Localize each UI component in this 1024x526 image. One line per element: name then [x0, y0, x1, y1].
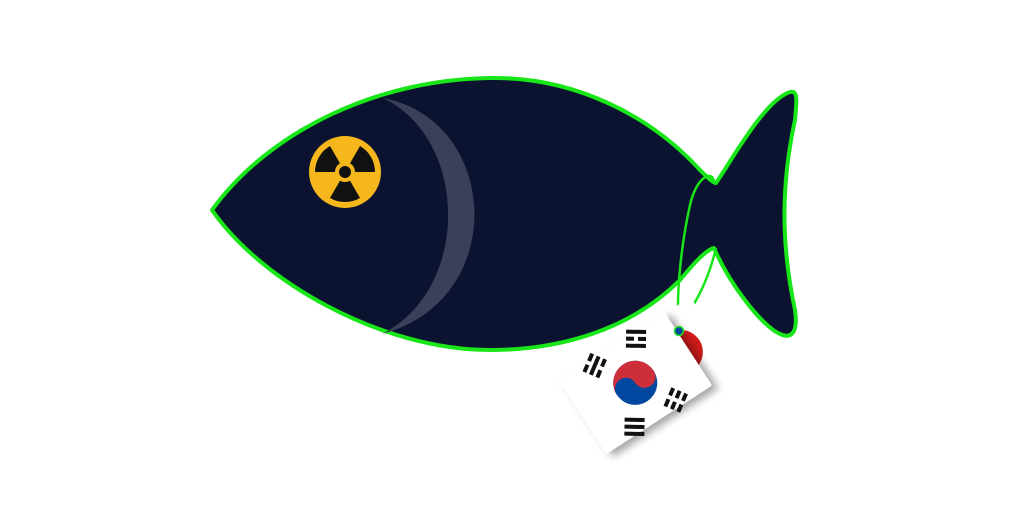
fish-body: [210, 76, 799, 352]
taegeuk-icon: [613, 360, 658, 405]
tag-hole: [673, 325, 685, 337]
trigram-icon: [624, 417, 645, 436]
tag-string: [676, 174, 716, 329]
gill-highlight: [382, 98, 475, 334]
radiation-icon: [309, 136, 381, 208]
flag-tag: [559, 297, 735, 454]
trigram-icon: [582, 352, 607, 379]
trigram-icon: [663, 387, 688, 413]
trigram-icon: [625, 329, 647, 348]
